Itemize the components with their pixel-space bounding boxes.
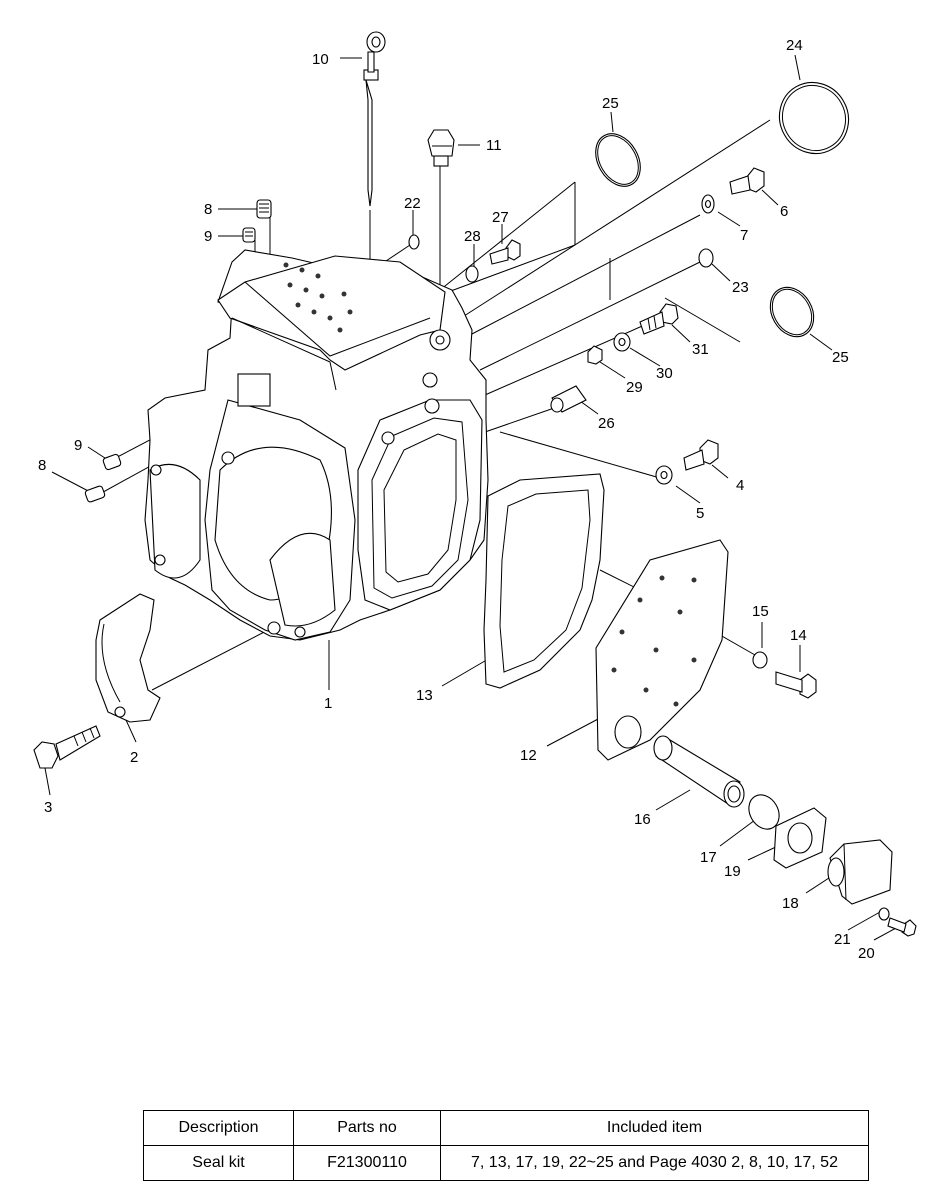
o-ring-24-inner (781, 84, 847, 152)
cell-description: Seal kit (143, 1145, 294, 1181)
table-header-row: Description Parts no Included item (143, 1110, 869, 1146)
callout-16: 16 (634, 811, 651, 828)
o-ring-25-top (595, 133, 641, 187)
cell-parts-no: F21300110 (293, 1145, 441, 1181)
seal-kit-table: Description Parts no Included item Seal … (143, 1110, 869, 1181)
dipstick (363, 31, 386, 207)
washer-7-hole (704, 199, 712, 209)
plug-6 (729, 167, 765, 195)
plug-4 (683, 439, 719, 471)
sleeve-16 (653, 735, 745, 808)
callout-9-side: 9 (74, 437, 82, 454)
top-cover-bolt-holes (283, 262, 353, 333)
callout-24: 24 (786, 37, 803, 54)
bolt-3 (33, 725, 101, 769)
washer-28 (465, 265, 479, 283)
o-ring-23 (698, 248, 714, 268)
callout-21: 21 (834, 931, 851, 948)
callout-20: 20 (858, 945, 875, 962)
callout-8-side: 8 (38, 457, 46, 474)
washer-30-hole (618, 337, 626, 347)
cover-plate-12 (595, 539, 729, 761)
bolt-27 (489, 239, 521, 265)
o-ring-22 (408, 234, 420, 250)
washer-5-hole (660, 470, 668, 480)
plug-31 (639, 303, 679, 335)
cell-included-item: 7, 13, 17, 19, 22~25 and Page 4030 2, 8,… (440, 1145, 869, 1181)
callout-17: 17 (700, 849, 717, 866)
callout-18: 18 (782, 895, 799, 912)
o-ring-25-bottom (769, 286, 815, 338)
callout-25-bottom: 25 (832, 349, 849, 366)
callout-31: 31 (692, 341, 709, 358)
callout-22: 22 (404, 195, 421, 212)
o-ring-25-top-inner (597, 135, 639, 185)
callout-10: 10 (312, 51, 329, 68)
callout-12: 12 (520, 747, 537, 764)
callout-9-top: 9 (204, 228, 212, 245)
o-ring-17 (748, 794, 780, 830)
callout-labels: 10 24 25 11 6 7 8 9 22 27 28 23 31 25 29… (38, 37, 875, 962)
transmission-case (144, 249, 489, 641)
callout-7: 7 (740, 227, 748, 244)
header-included-item: Included item (440, 1110, 869, 1146)
callout-5: 5 (696, 505, 704, 522)
callout-28: 28 (464, 228, 481, 245)
tube-26 (550, 385, 587, 413)
plug-9-side (102, 453, 122, 471)
callout-27: 27 (492, 209, 509, 226)
callout-23: 23 (732, 279, 749, 296)
gasket-13 (483, 473, 605, 689)
o-ring-25-bottom-inner (771, 288, 813, 336)
callout-29: 29 (626, 379, 643, 396)
callout-11: 11 (486, 137, 502, 154)
exploded-parts-diagram: 10 24 25 11 6 7 8 9 22 27 28 23 31 25 29… (33, 31, 917, 962)
bolt-29 (587, 345, 603, 365)
callout-19: 19 (724, 863, 741, 880)
callout-4: 4 (736, 477, 744, 494)
header-description: Description (143, 1110, 294, 1146)
callout-2: 2 (130, 749, 138, 766)
header-parts-no: Parts no (293, 1110, 441, 1146)
callout-3: 3 (44, 799, 52, 816)
breather-plug-11 (427, 129, 455, 167)
bearing-cap (95, 593, 161, 723)
plug-8-side (84, 485, 106, 503)
callout-15: 15 (752, 603, 769, 620)
bolt-14 (775, 671, 817, 699)
callout-6: 6 (780, 203, 788, 220)
o-ring-24 (778, 81, 850, 155)
callout-26: 26 (598, 415, 615, 432)
washer-15 (752, 651, 768, 669)
plug-8-top (256, 199, 272, 219)
bolt-20 (887, 917, 917, 937)
gasket-19 (773, 807, 827, 869)
callout-1: 1 (324, 695, 332, 712)
callout-13: 13 (416, 687, 433, 704)
plug-9-top (242, 227, 256, 243)
callout-14: 14 (790, 627, 807, 644)
callout-30: 30 (656, 365, 673, 382)
callout-8-top: 8 (204, 201, 212, 218)
table-row: Seal kit F21300110 7, 13, 17, 19, 22~25 … (143, 1145, 869, 1181)
washer-21 (878, 907, 890, 921)
callout-25-top: 25 (602, 95, 619, 112)
cover-18 (827, 839, 893, 905)
